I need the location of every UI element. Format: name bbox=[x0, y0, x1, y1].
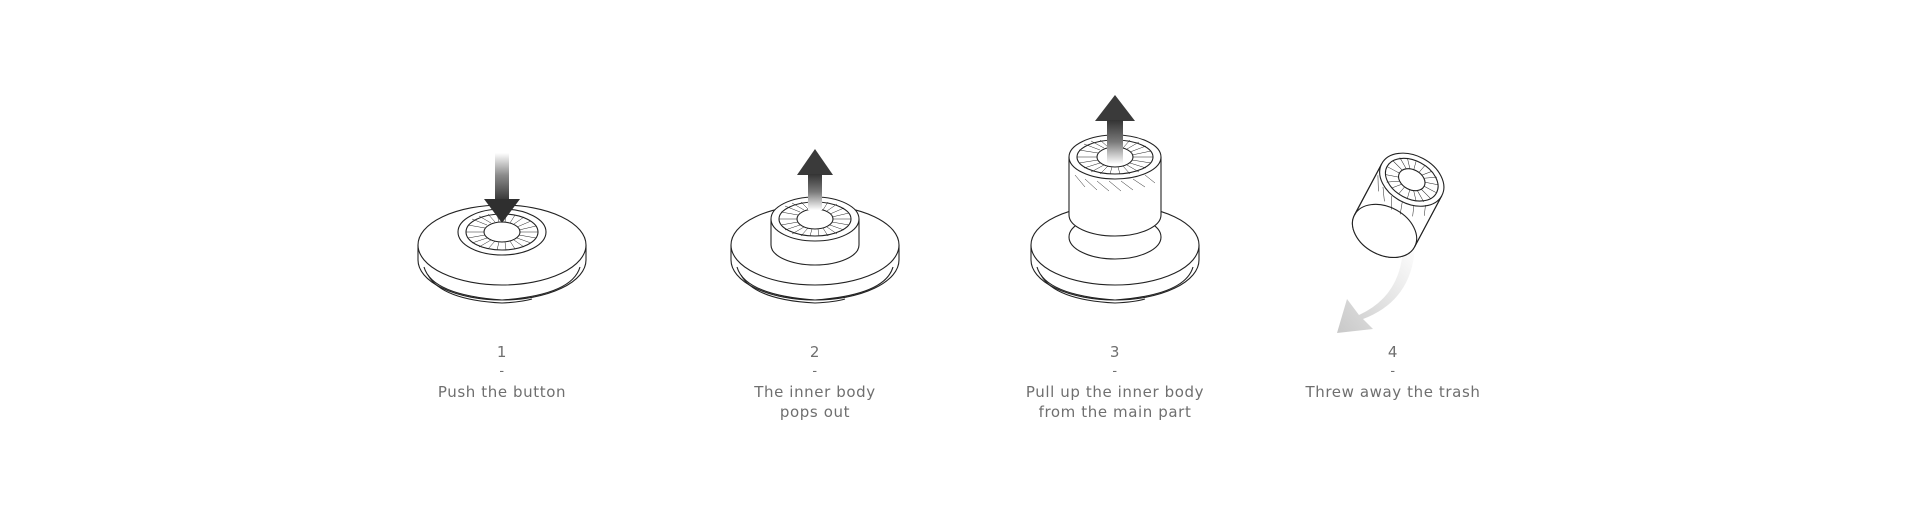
step-2-caption: 2 - The inner body pops out bbox=[685, 342, 945, 422]
step-text: Push the button bbox=[437, 383, 567, 401]
step-number: 4 bbox=[1387, 343, 1399, 361]
step-text: Pull up the inner body from the main par… bbox=[1025, 383, 1205, 421]
step-separator: - bbox=[1112, 364, 1118, 379]
step-1: 1 - Push the button bbox=[372, 95, 632, 402]
push-down-icon bbox=[417, 153, 587, 304]
step-3-caption: 3 - Pull up the inner body from the main… bbox=[985, 342, 1245, 422]
step-1-caption: 1 - Push the button bbox=[372, 342, 632, 402]
step-2: 2 - The inner body pops out bbox=[685, 95, 945, 422]
step-text: Threw away the trash bbox=[1305, 383, 1481, 401]
pop-out-icon bbox=[730, 149, 900, 304]
step-separator: - bbox=[499, 364, 505, 379]
step-3: 3 - Pull up the inner body from the main… bbox=[985, 95, 1245, 422]
step-4: 4 - Threw away the trash bbox=[1263, 95, 1523, 402]
step-number: 3 bbox=[1109, 343, 1121, 361]
step-4-caption: 4 - Threw away the trash bbox=[1263, 342, 1523, 402]
step-separator: - bbox=[1390, 364, 1396, 379]
step-number: 1 bbox=[496, 343, 508, 361]
step-number: 2 bbox=[809, 343, 821, 361]
pull-up-icon bbox=[1030, 95, 1200, 304]
step-separator: - bbox=[812, 364, 818, 379]
discard-icon bbox=[1337, 152, 1445, 333]
step-text: The inner body pops out bbox=[754, 383, 876, 421]
